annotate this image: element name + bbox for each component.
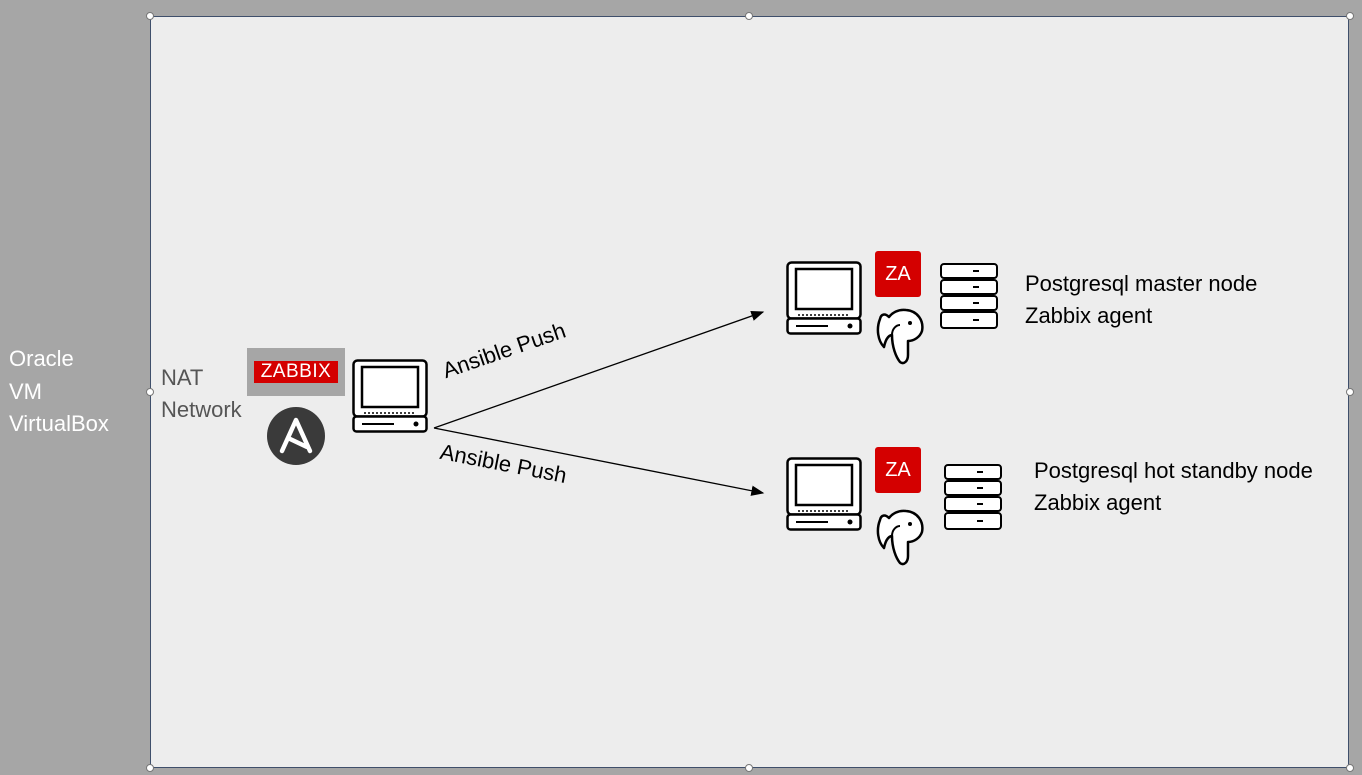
standby-postgresql-icon	[876, 509, 924, 566]
standby-server-rack-icon	[944, 464, 1002, 530]
standby-node-title: Postgresql hot standby node	[1034, 458, 1313, 483]
standby-zabbix-agent-badge: ZA	[875, 447, 921, 493]
zabbix-logo-text: ZABBIX	[254, 361, 338, 383]
resize-handle-bottom-middle[interactable]	[745, 764, 753, 772]
master-zabbix-agent-badge: ZA	[875, 251, 921, 297]
resize-handle-bottom-left[interactable]	[146, 764, 154, 772]
virtualbox-label-line-1: Oracle	[9, 346, 74, 371]
resize-handle-top-left[interactable]	[146, 12, 154, 20]
virtualbox-label: Oracle VM VirtualBox	[9, 343, 109, 441]
zabbix-server-logo: ZABBIX	[247, 348, 345, 396]
standby-computer-icon	[786, 457, 862, 531]
controller-computer-icon	[352, 359, 428, 433]
master-computer-icon	[786, 261, 862, 335]
resize-handle-top-right[interactable]	[1346, 12, 1354, 20]
virtualbox-label-line-3: VirtualBox	[9, 411, 109, 436]
master-node-subtitle: Zabbix agent	[1025, 303, 1153, 328]
resize-handle-middle-right[interactable]	[1346, 388, 1354, 396]
resize-handle-middle-left[interactable]	[146, 388, 154, 396]
nat-network-label-line-2: Network	[161, 397, 242, 422]
resize-handle-bottom-right[interactable]	[1346, 764, 1354, 772]
nat-network-label-line-1: NAT	[161, 365, 204, 390]
master-postgresql-icon	[876, 308, 924, 365]
master-node-title: Postgresql master node	[1025, 271, 1258, 296]
ansible-icon	[267, 407, 325, 465]
standby-node-subtitle: Zabbix agent	[1034, 490, 1162, 515]
nat-network-label: NAT Network	[161, 362, 242, 426]
master-server-rack-icon	[940, 263, 998, 329]
resize-handle-top-middle[interactable]	[745, 12, 753, 20]
virtualbox-label-line-2: VM	[9, 378, 42, 404]
